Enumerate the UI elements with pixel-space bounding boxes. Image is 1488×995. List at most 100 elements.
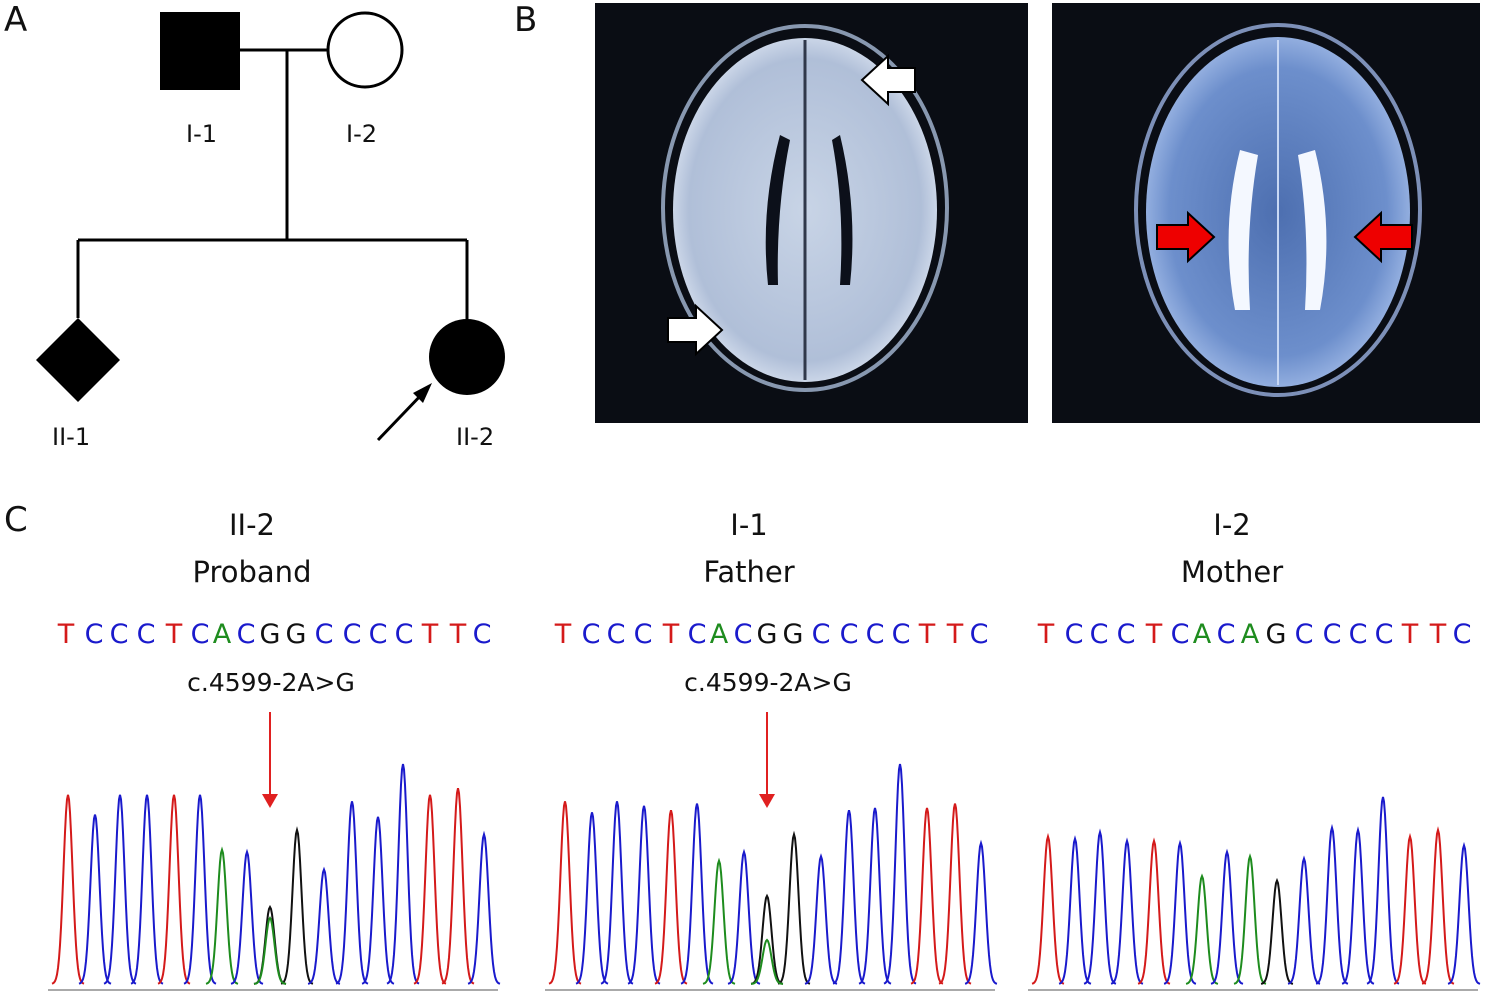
chromatogram-peak (1058, 835, 1092, 985)
chromatogram-peak (78, 814, 112, 985)
base-letter: C (237, 619, 256, 650)
chromatogram-peak (1137, 837, 1171, 985)
base-letter: C (1171, 619, 1190, 650)
pedigree-chart (36, 11, 505, 442)
base-letter: T (1429, 619, 1447, 650)
chromatogram-peak (157, 794, 191, 985)
base-letter: C (1090, 619, 1109, 650)
base-letter: C (315, 619, 334, 650)
chromatogram-peak (103, 794, 137, 985)
chromatogram-peak (130, 794, 164, 985)
base-letter: C (688, 619, 707, 650)
base-letter: T (165, 619, 183, 650)
base-letter: G (286, 619, 307, 650)
red-arrow-icon (1156, 210, 1216, 264)
label-ii-2: II-2 (456, 423, 495, 451)
chromatogram-peak (1315, 823, 1349, 985)
chromatogram-peak (750, 893, 784, 985)
base-letter: C (137, 619, 156, 650)
base-letter: C (866, 619, 885, 650)
chromatogram-peak (361, 816, 395, 985)
base-letter: C (1323, 619, 1342, 650)
label-i-2: I-2 (346, 120, 378, 148)
chromatogram-peak (335, 801, 369, 985)
chromatogram-peak (938, 803, 972, 985)
chromatogram-peak (441, 787, 475, 985)
base-letter: A (1241, 619, 1260, 650)
base-letter: T (1401, 619, 1419, 650)
base-letter: C (812, 619, 831, 650)
base-letter: A (213, 619, 232, 650)
base-letter: G (757, 619, 778, 650)
base-letter: C (1375, 619, 1394, 650)
chromatogram-peak (1233, 853, 1267, 985)
sample-role: Proband (192, 555, 312, 589)
chromatogram-peak (548, 801, 582, 985)
chromatogram-peak (804, 853, 838, 985)
white-arrow-icon (860, 53, 916, 107)
label-i-1: I-1 (186, 120, 218, 148)
sample-id: I-1 (730, 508, 768, 542)
base-letter: A (1193, 619, 1212, 650)
chromatogram-peak (467, 830, 501, 985)
chromatogram-peak (1110, 837, 1144, 985)
chromatogram-peak (1287, 855, 1321, 985)
chromatogram-peak (1366, 796, 1400, 985)
base-letter: C (892, 619, 911, 650)
base-letter: T (1145, 619, 1163, 650)
chromatogram-peak (1210, 848, 1244, 985)
chromatogram-peak (253, 904, 287, 985)
sample-role: Father (703, 555, 795, 589)
individual-i-1-symbol (160, 12, 240, 90)
chromatogram-peak (600, 801, 634, 985)
chromatogram-peak (280, 826, 314, 985)
chromatogram-peak (702, 857, 736, 985)
chromatogram-peak (910, 807, 944, 985)
red-arrow-icon (1353, 210, 1413, 264)
base-letter: T (421, 619, 439, 650)
mri-image-t2 (1052, 3, 1480, 423)
base-letter: C (1065, 619, 1084, 650)
chromatogram-peak (253, 916, 287, 985)
chromatogram-peak (1163, 839, 1197, 985)
chromatogram-peak (750, 938, 784, 985)
label-ii-1: II-1 (52, 423, 91, 451)
base-letter: C (85, 619, 104, 650)
base-letter: C (1117, 619, 1136, 650)
chromatogram-peak (964, 839, 998, 985)
base-letter: C (369, 619, 388, 650)
individual-ii-2-symbol (429, 319, 505, 395)
chromatogram-peak (727, 848, 761, 985)
base-letter: C (1295, 619, 1314, 650)
mutation-label: c.4599-2A>G (187, 668, 355, 697)
chromatogram-peak (654, 809, 688, 985)
chromatogram-peak (777, 830, 811, 985)
chromatogram-peak (627, 805, 661, 985)
base-letter: C (473, 619, 492, 650)
base-letter: T (449, 619, 467, 650)
chromatogram-peak (307, 866, 341, 985)
base-letter: C (1217, 619, 1236, 650)
chromatogram-peak (1447, 841, 1481, 985)
base-letter: C (840, 619, 859, 650)
individual-ii-1-symbol (36, 318, 120, 402)
base-letter: T (1037, 619, 1055, 650)
base-letter: T (57, 619, 75, 650)
chromatogram-peak (183, 794, 217, 985)
chromatogram-peak (1260, 877, 1294, 985)
chromatogram-peak (51, 794, 85, 985)
chromatogram-peak (1031, 832, 1065, 985)
base-letter: C (110, 619, 129, 650)
chromatogram-peak (205, 846, 239, 985)
chromatogram-peak (386, 763, 420, 985)
base-letter: C (634, 619, 653, 650)
base-letter: G (783, 619, 804, 650)
base-letter: T (946, 619, 964, 650)
chromatogram-peak (832, 809, 866, 985)
chromatogram-peak (1341, 826, 1375, 985)
white-arrow-icon (667, 303, 724, 357)
base-letter: A (710, 619, 729, 650)
base-letter: G (1266, 619, 1287, 650)
chromatogram-peak (1393, 832, 1427, 985)
individual-i-2-symbol (326, 11, 404, 89)
